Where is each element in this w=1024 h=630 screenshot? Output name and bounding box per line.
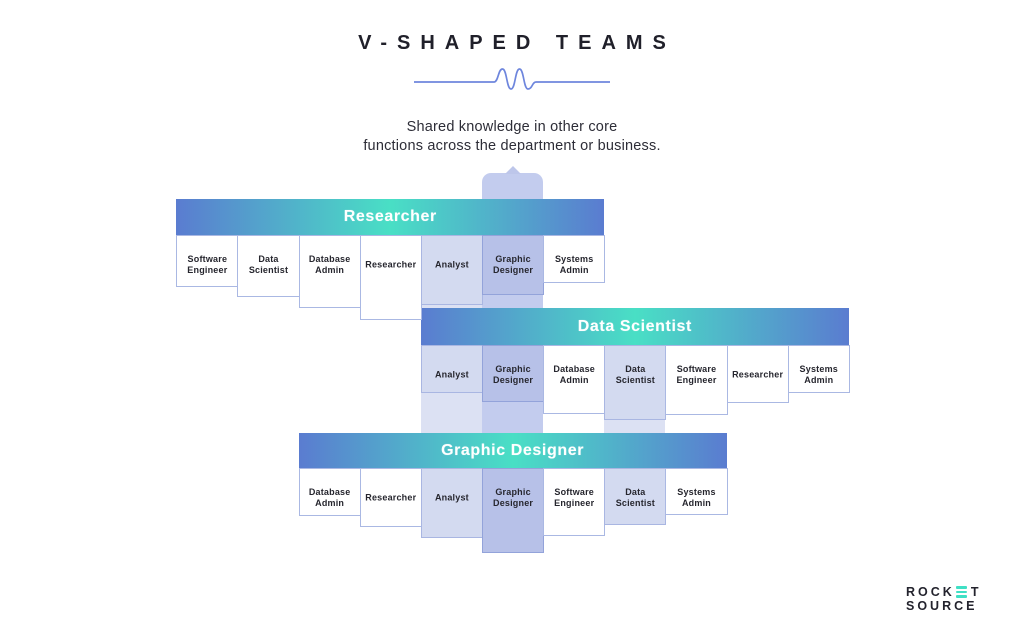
- team-bar-graphic-designer: Graphic Designer: [298, 433, 727, 468]
- rocketsource-logo: ROCK T SOURCE: [906, 585, 981, 613]
- role-card-label: Analyst: [434, 492, 469, 503]
- role-card-researcher: Researcher: [359, 235, 422, 320]
- logo-rocket-suffix: T: [970, 585, 982, 599]
- team-bar-data-scientist: Data Scientist: [420, 308, 849, 345]
- logo-word-source: SOURCE: [906, 599, 978, 613]
- role-card-label: Researcher: [732, 369, 784, 380]
- team-bar-label: Researcher: [343, 208, 437, 225]
- page-title: V-SHAPED TEAMS: [358, 32, 676, 54]
- logo-e-bars-icon: [955, 586, 967, 598]
- logo-word-rocket: ROCK T: [906, 585, 981, 599]
- role-card-analyst: Analyst: [420, 468, 483, 538]
- team-bar-label: Data Scientist: [577, 317, 692, 335]
- role-card-analyst: Analyst: [420, 345, 483, 393]
- subtitle: Shared knowledge in other core functions…: [0, 118, 1024, 156]
- logo-rocket-prefix: ROCK: [906, 585, 955, 599]
- shared-column-top-arrow-icon: [504, 166, 521, 174]
- role-card-label: Researcher: [365, 492, 417, 503]
- role-card-label: Researcher: [365, 259, 417, 270]
- role-card-researcher: Researcher: [726, 345, 789, 403]
- team-bar-researcher: Researcher: [176, 199, 605, 235]
- team-bar-label: Graphic Designer: [441, 441, 585, 459]
- subtitle-line-1: Shared knowledge in other core: [406, 119, 618, 135]
- pulse-divider-icon: [414, 68, 610, 90]
- role-card-analyst: Analyst: [420, 235, 483, 305]
- role-card-label: Analyst: [434, 369, 469, 380]
- role-card-label: Analyst: [434, 259, 469, 270]
- role-card-researcher: Researcher: [359, 468, 422, 527]
- subtitle-line-2: functions across the department or busin…: [363, 138, 661, 155]
